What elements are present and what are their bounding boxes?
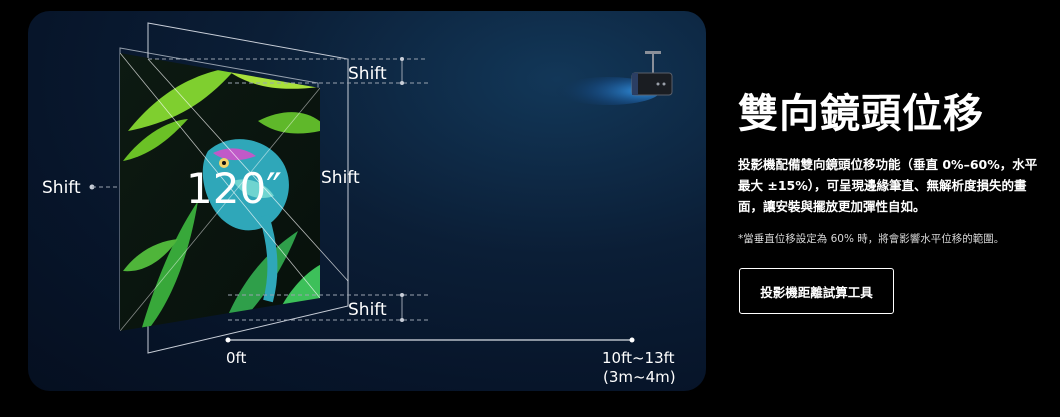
distance-end-label: 10ft~13ft: [602, 349, 675, 367]
hero-illustration-card: Shift Shift Shift Shift 120″ 0ft 10ft~13…: [28, 11, 706, 391]
screen-size-label: 120″: [186, 164, 282, 213]
distance-calculator-button[interactable]: 投影機距離試算工具: [739, 268, 894, 314]
projector-icon: [631, 51, 673, 96]
shift-top-label: Shift: [348, 64, 387, 84]
lens-shift-illustration: Shift Shift Shift Shift 120″ 0ft 10ft~13…: [42, 22, 676, 386]
shift-left-label: Shift: [42, 178, 81, 198]
section-title: 雙向鏡頭位移: [738, 91, 984, 137]
shift-bottom-label: Shift: [348, 300, 387, 320]
distance-start-label: 0ft: [226, 349, 247, 367]
distance-end-metric-label: (3m~4m): [603, 368, 676, 386]
feature-description: 投影機配備雙向鏡頭位移功能（垂直 0%–60%，水平最大 ±15%），可呈現邊緣…: [738, 157, 1038, 214]
info-panel: 雙向鏡頭位移 投影機配備雙向鏡頭位移功能（垂直 0%–60%，水平最大 ±15%…: [738, 88, 1048, 247]
feature-note: *當垂直位移設定為 60% 時，將會影響水平位移的範圍。: [738, 233, 1005, 245]
shift-right-label: Shift: [321, 168, 360, 188]
